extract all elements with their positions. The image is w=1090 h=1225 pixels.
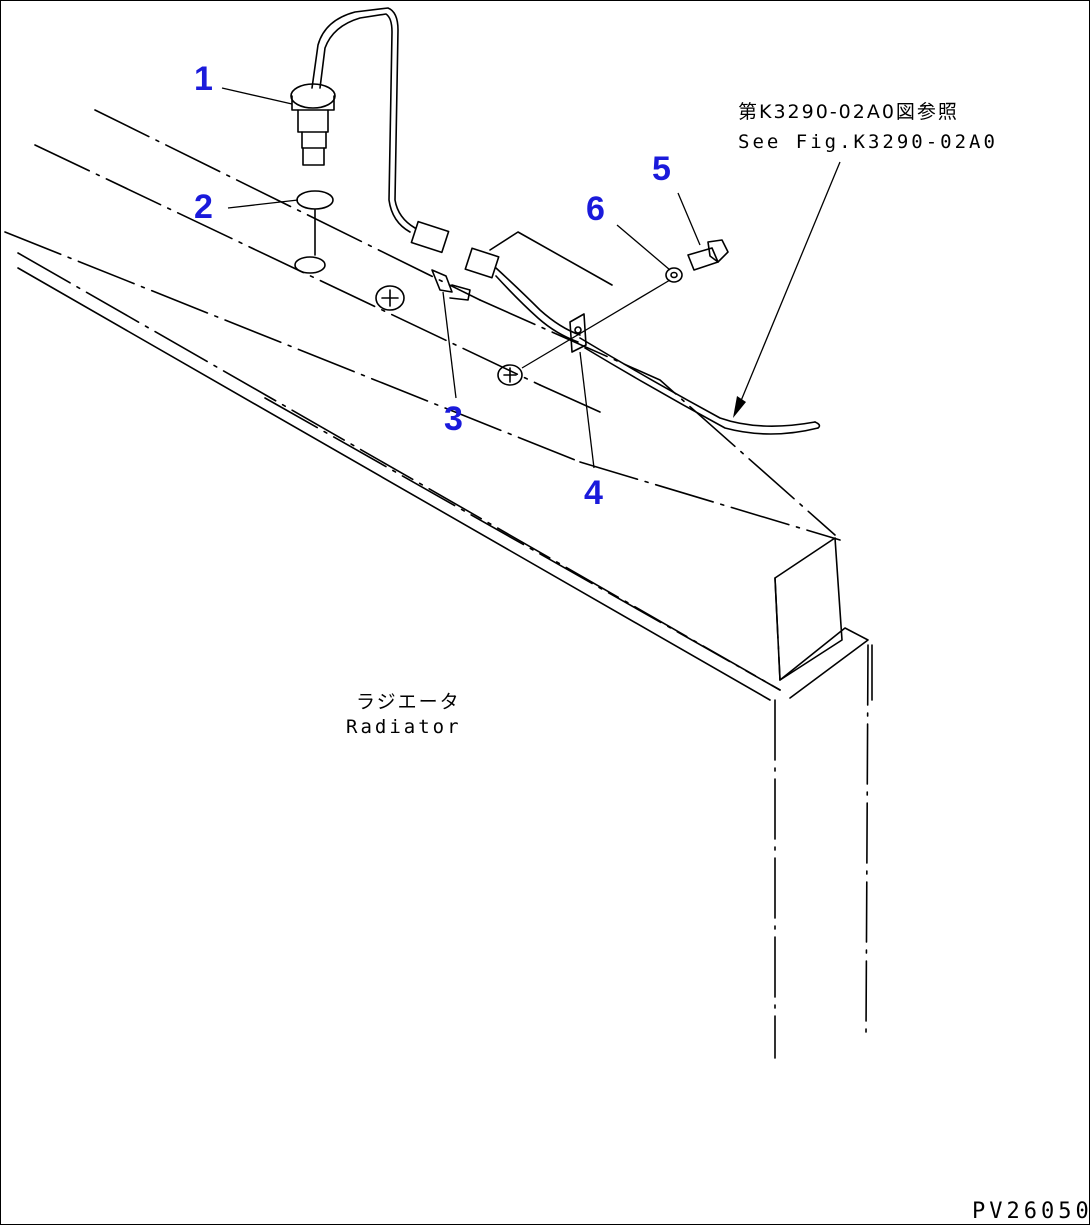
callout-3: 3 (444, 400, 463, 438)
bolt-part-5 (687, 239, 729, 271)
assembly-line-bolt (521, 279, 671, 369)
reference-note-jp: 第K3290-02A0図参照 (738, 101, 959, 123)
reference-note-en: See Fig.K3290-02A0 (738, 131, 998, 153)
radiator-label-jp: ラジエータ (356, 691, 461, 713)
leader-4 (579, 351, 595, 469)
reference-arrow (733, 161, 841, 418)
washer-part-6 (665, 267, 683, 283)
radiator-label-en: Radiator (346, 716, 462, 738)
clip-part-3 (431, 269, 471, 301)
callout-5: 5 (652, 150, 671, 188)
sensor-part-1 (290, 7, 450, 254)
radiator-outline (4, 109, 873, 1059)
leader-1 (221, 87, 293, 105)
wiring-harness (464, 231, 821, 435)
callout-1: 1 (194, 60, 213, 98)
leader-5 (677, 192, 701, 246)
bracket-part-4 (497, 313, 587, 386)
gasket-part-2 (294, 190, 405, 311)
leader-6 (616, 224, 671, 271)
leader-3 (442, 291, 457, 399)
leader-2 (227, 199, 299, 209)
callout-2: 2 (194, 188, 213, 226)
callout-6: 6 (586, 190, 605, 228)
callout-4: 4 (584, 474, 603, 512)
drawing-code: PV26050 (972, 1199, 1090, 1224)
